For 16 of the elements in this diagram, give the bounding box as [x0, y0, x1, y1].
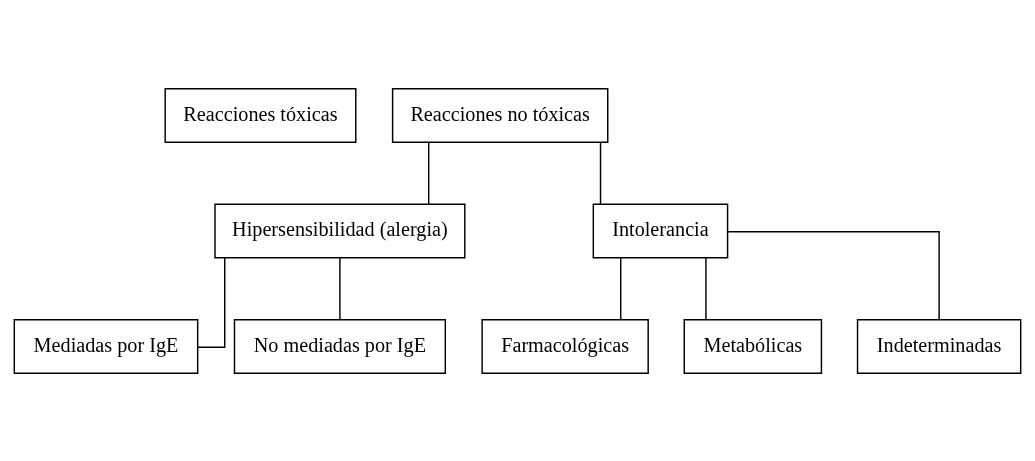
node-box: Intolerancia [592, 203, 729, 258]
connector [599, 141, 602, 205]
node-box: Reacciones no tóxicas [391, 87, 609, 143]
connector [197, 256, 226, 348]
connector [427, 141, 430, 205]
node-box: Farmacológicas [481, 318, 649, 374]
node-box: Metabólicas [683, 318, 823, 374]
node-box: Mediadas por IgE [13, 318, 199, 374]
connector [705, 256, 707, 320]
connector [620, 256, 622, 320]
node-box: No mediadas por IgE [233, 318, 447, 374]
connector [339, 256, 341, 320]
node-box: Hipersensibilidad (alergia) [214, 203, 466, 258]
node-box: Reacciones tóxicas [164, 87, 357, 143]
connector [727, 230, 940, 320]
node-box: Indeterminadas [856, 318, 1022, 374]
